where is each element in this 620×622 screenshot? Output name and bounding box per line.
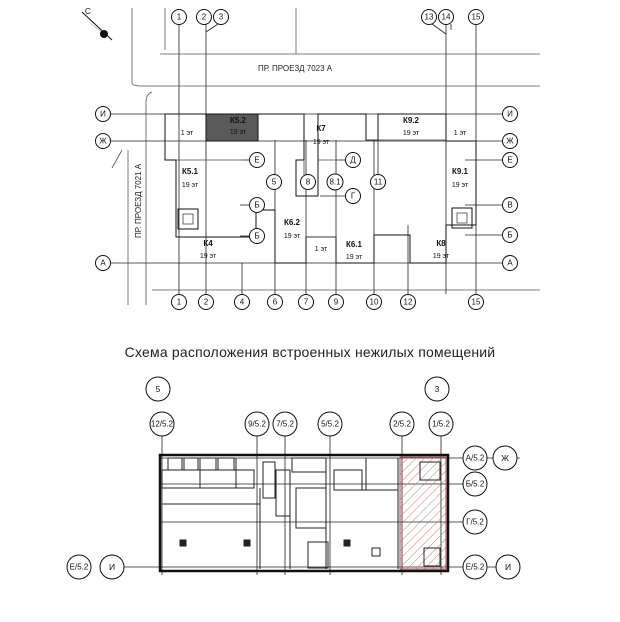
axis-bubble: 6 (273, 298, 278, 307)
axis-bubble: А (507, 259, 513, 268)
section-k51-name: К5.1 (182, 167, 199, 176)
axis-bubble: 9 (334, 298, 339, 307)
axis-bubble: В (507, 201, 512, 210)
section-1-floor-left: 1 эт (181, 130, 194, 137)
axis-bubble: 11 (374, 178, 383, 187)
section-k92-name: К9.2 (403, 116, 420, 125)
section-k52-name: К5.2 (230, 116, 247, 125)
section-k4-floors: 19 эт (200, 253, 217, 260)
axis-bubble: 5 (272, 178, 277, 187)
axis-bubble: 2 (202, 13, 207, 22)
axis-bubble: Г/5.2 (466, 518, 484, 527)
compass-label: С (85, 6, 91, 16)
building-outlines (164, 113, 477, 264)
axis-bubble: 13 (425, 13, 434, 22)
street-label-left: ПР. ПРОЕЗД 7021 А (134, 163, 143, 238)
axis-bubble: 8 (306, 178, 311, 187)
axis-bubble: 10 (370, 298, 379, 307)
axis-bubble: Д (350, 156, 356, 165)
axis-bubble: 2 (204, 298, 209, 307)
axis-bubble-i-right: И (505, 562, 511, 572)
section-k61-floors: 19 эт (346, 254, 363, 261)
big-axis-5: 5 (156, 384, 161, 394)
axis-bubble: 1 (177, 13, 182, 22)
axis-bubble: 1/5.2 (432, 420, 450, 429)
section-k8-name: К8 (436, 239, 446, 248)
section-k92-floors: 19 эт (403, 130, 420, 137)
axis-bubble: 7 (304, 298, 309, 307)
axis-bubble: 14 (442, 13, 451, 22)
section-k91-name: К9.1 (452, 167, 469, 176)
axis-bubble: Г (351, 192, 356, 201)
grid-lines (110, 23, 508, 294)
axis-bubble: 3 (219, 13, 224, 22)
section-caption: Схема расположения встроенных нежилых по… (124, 344, 496, 360)
section-k91-floors: 19 эт (452, 182, 469, 189)
section-labels: К5.2 19 эт К7 19 эт К9.2 19 эт К5.1 19 э… (181, 116, 469, 261)
axis-bubble: 5/5.2 (321, 420, 339, 429)
axis-bubble: А (100, 259, 106, 268)
axis-bubble: Б/5.2 (466, 480, 485, 489)
axis-bubble: 12/5.2 (151, 420, 174, 429)
right-axis-bubbles: И Ж Е В Б А (502, 106, 518, 271)
section-k62-name: К6.2 (284, 218, 301, 227)
section-k52-floors: 19 эт (230, 129, 247, 136)
roads (111, 8, 540, 305)
section-k4-name: К4 (203, 239, 213, 248)
axis-bubble: 8.1 (329, 178, 341, 187)
axis-bubble: 2/5.2 (393, 420, 411, 429)
section-k62-floors: 19 эт (284, 233, 301, 240)
axis-bubble: Ж (99, 137, 107, 146)
axis-bubble: А/5.2 (466, 454, 485, 463)
axis-bubble: 1 (177, 298, 182, 307)
axis-bubble: 9/5.2 (248, 420, 266, 429)
axis-bubble: 12 (404, 298, 413, 307)
axis-bubble: Б (254, 232, 259, 241)
floor-plan: 5 3 (66, 376, 521, 580)
axis-bubble: И (507, 110, 513, 119)
axis-bubble: И (100, 110, 106, 119)
top-axis-bubbles: 1 2 3 13 14 15 (171, 9, 484, 25)
axis-bubble: Е (507, 156, 512, 165)
section-1-floor-right: 1 эт (454, 130, 467, 137)
section-k61-name: К6.1 (346, 240, 363, 249)
left-axis-bubbles: И Ж А (95, 106, 111, 271)
axis-bubble: Б (254, 201, 259, 210)
axis-bubble: 4 (240, 298, 245, 307)
inner-axis-bubbles: Е Б Б 5 8 8.1 Д Г 11 (249, 152, 386, 244)
axis-bubble-i-left: И (109, 562, 115, 572)
section-k7-floors: 19 эт (313, 139, 330, 146)
section-k52-highlight (205, 113, 259, 142)
axis-bubble-zh: Ж (501, 453, 509, 463)
axis-bubble: Е/5.2 (466, 563, 485, 572)
north-arrow-icon: С (81, 6, 113, 41)
bottom-axis-bubbles: 1 2 4 6 7 9 10 12 15 (171, 294, 484, 310)
section-1-floor-center: 1 эт (315, 246, 328, 253)
axis-bubble: Ж (506, 137, 514, 146)
section-k7-name: К7 (316, 124, 326, 133)
axis-bubble: 15 (472, 298, 481, 307)
section-k8-floors: 19 эт (433, 253, 450, 260)
big-axis-3: 3 (435, 384, 440, 394)
section-k51-floors: 19 эт (182, 182, 199, 189)
axis-bubble: 15 (472, 13, 481, 22)
axis-bubble: Е (254, 156, 259, 165)
street-label-top: ПР. ПРОЕЗД 7023 А (258, 64, 333, 73)
axis-bubble: Б (507, 231, 512, 240)
axis-bubble: Е/5.2 (70, 563, 89, 572)
axis-bubble: 7/5.2 (276, 420, 294, 429)
